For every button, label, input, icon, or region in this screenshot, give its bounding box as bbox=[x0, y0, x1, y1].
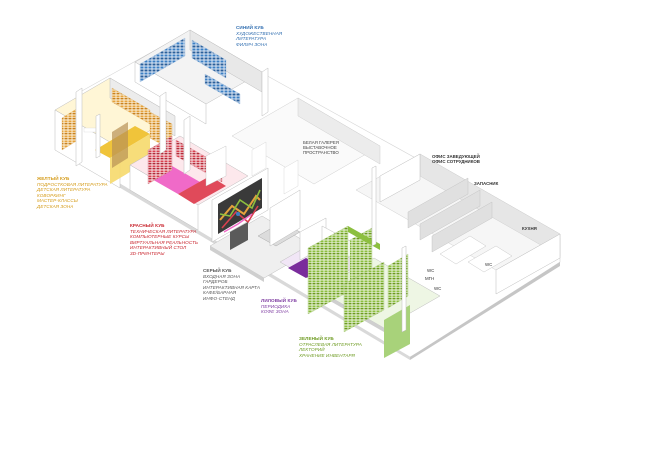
gray-cube-item: ГАРДЕРОБ bbox=[203, 279, 228, 285]
gray-cube-item: КАФЕ/БАРНАЯ bbox=[203, 290, 237, 296]
wc-label: WC bbox=[434, 286, 442, 291]
yellow-cube-label: ЖЕЛТЫЙ КУБ ПОДРОСТКОВАЯ ЛИТЕРАТУРА ДЕТСК… bbox=[37, 176, 108, 210]
office-label: ОФИС ЗАВЕДУЮЩЕЙ ОФИС СОТРУДНИКОВ bbox=[432, 154, 480, 164]
green-cube-item: ЛЕКТОРИЙ bbox=[299, 347, 325, 353]
yellow-cube-item: МАСТЕР-КЛАССЫ bbox=[37, 198, 78, 204]
blue-cube-title: СИНИЙ КУБ bbox=[236, 25, 264, 30]
office-label-line: ОФИС СОТРУДНИКОВ bbox=[432, 159, 480, 164]
green-cube-item: ОТРАСЛЕВАЯ ЛИТЕРАТУРА bbox=[299, 341, 362, 347]
gray-cube-item: ИНТЕРАКТИВНАЯ КАРТА bbox=[203, 284, 261, 290]
gallery-label-line: ВЫСТАВОЧНОЕ bbox=[303, 145, 337, 150]
white-gallery bbox=[231, 97, 381, 195]
gallery-label-line: ПРОСТРАНСТВО bbox=[303, 150, 339, 155]
blue-cube-item: ЛИТЕРАТУРА bbox=[236, 36, 267, 42]
kitchen-label: КУХНЯ bbox=[522, 226, 537, 231]
red-cube-label: КРАСНЫЙ КУБ ТЕХНИЧЕСКАЯ ЛИТЕРАТУРА КОМПЬ… bbox=[130, 223, 198, 257]
green-cube-label: ЗЕЛЕНЫЙ КУБ ОТРАСЛЕВАЯ ЛИТЕРАТУРА ЛЕКТОР… bbox=[299, 336, 362, 358]
gallery-label: БЕЛАЯ ГАЛЕРЕЯ ВЫСТАВОЧНОЕ ПРОСТРАНСТВО bbox=[303, 140, 339, 155]
accessible-wc-label: МГН bbox=[425, 276, 435, 281]
yellow-cube-title: ЖЕЛТЫЙ КУБ bbox=[37, 176, 70, 181]
red-cube-item: ИНТЕРАКТИВНЫЙ СТОЛ bbox=[130, 245, 187, 251]
blue-cube-item: ФИЛИЧ ЗОНА bbox=[236, 41, 268, 47]
yellow-cube-item: КОВОРКИНГ bbox=[37, 192, 66, 198]
yellow-cube-item: ДЕТСКАЯ ЛИТЕРАТУРА bbox=[37, 187, 91, 193]
yellow-cube-item: ПОДРОСТКОВАЯ ЛИТЕРАТУРА bbox=[37, 181, 108, 187]
red-cube-item: ТЕХНИЧЕСКАЯ ЛИТЕРАТУРА bbox=[130, 228, 197, 234]
office-storage-block bbox=[355, 153, 561, 295]
red-cube-item: КОМПЬЮТЕРНЫЕ КУРСЫ bbox=[130, 234, 190, 240]
purple-cube-label: ЛИЛОВЫЙ КУБ ПЕРИОДИКА КОФЕ ЗОНА bbox=[261, 298, 297, 315]
mural-wall bbox=[211, 167, 269, 243]
gray-cube-title: СЕРЫЙ КУБ bbox=[203, 268, 232, 273]
green-cube-item: ХРАНЕНИЕ ИНВЕНТАРЯ bbox=[299, 352, 355, 358]
red-cube-item: 3D-ПРИНТЕРЫ bbox=[130, 250, 165, 256]
red-cube-item: ВИРТУАЛЬНАЯ РЕАЛЬНОСТЬ bbox=[130, 239, 199, 245]
storage-label: ЗАПАСНИК bbox=[474, 181, 499, 186]
partition-walls bbox=[75, 67, 407, 333]
wc-label: WC bbox=[427, 268, 435, 273]
purple-cube-title: ЛИЛОВЫЙ КУБ bbox=[261, 298, 297, 303]
gray-cube-item: ВХОДНАЯ ЗОНА bbox=[203, 273, 241, 279]
purple-cube-item: КОФЕ ЗОНА bbox=[261, 309, 289, 315]
office-label-line: ОФИС ЗАВЕДУЮЩЕЙ bbox=[432, 154, 480, 159]
green-cube-room bbox=[307, 225, 441, 358]
green-cube-title: ЗЕЛЕНЫЙ КУБ bbox=[299, 336, 334, 341]
yellow-cube-item: ДЕТСКАЯ ЗОНА bbox=[37, 203, 74, 209]
blue-cube-label: СИНИЙ КУБ ХУДОЖЕСТВЕННАЯ ЛИТЕРАТУРА ФИЛИ… bbox=[236, 25, 282, 47]
gallery-label-line: БЕЛАЯ ГАЛЕРЕЯ bbox=[303, 140, 339, 145]
gray-cube-label: СЕРЫЙ КУБ ВХОДНАЯ ЗОНА ГАРДЕРОБ ИНТЕРАКТ… bbox=[203, 268, 260, 302]
gray-cube-item: ИНФО-СТЕНД bbox=[203, 295, 235, 301]
blue-cube-room bbox=[134, 29, 263, 125]
wc-label: WC bbox=[485, 262, 493, 267]
purple-cube-item: ПЕРИОДИКА bbox=[261, 303, 291, 309]
red-cube-title: КРАСНЫЙ КУБ bbox=[130, 223, 165, 228]
blue-cube-item: ХУДОЖЕСТВЕННАЯ bbox=[236, 30, 283, 36]
